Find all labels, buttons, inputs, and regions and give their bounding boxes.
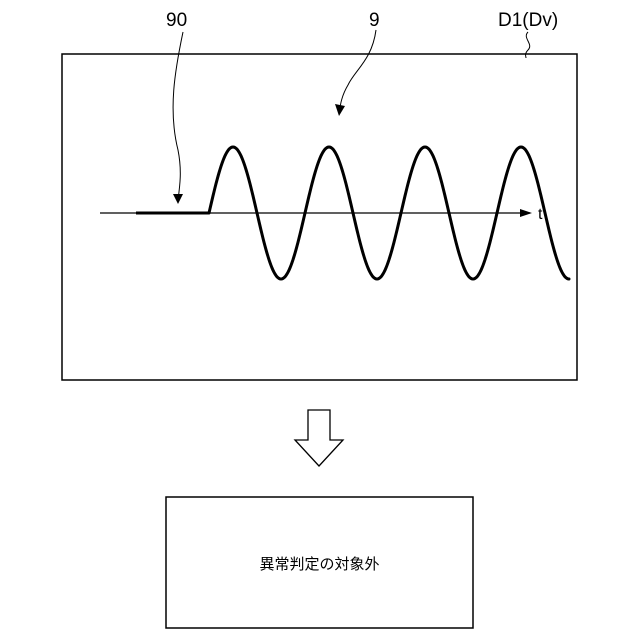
label-waveform: 9 [369,10,380,31]
down-arrow-icon [295,410,343,466]
time-axis-label: t [538,206,543,223]
display-frame [62,54,577,380]
result-text: 異常判定の対象外 [259,555,379,573]
label-display: D1(Dv) [498,10,558,31]
label-waveform-start: 90 [166,10,187,31]
